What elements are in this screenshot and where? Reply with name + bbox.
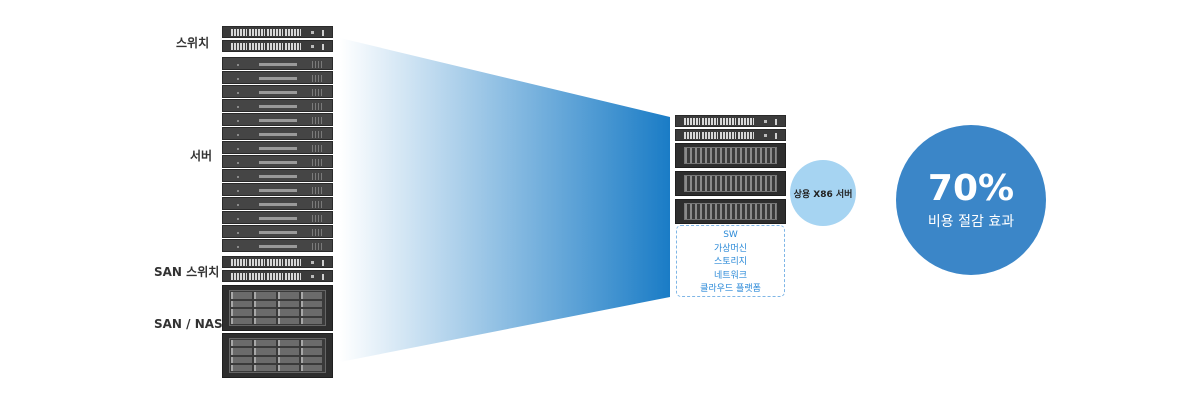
server-unit [222,99,333,112]
label-server: 서버 [190,149,213,163]
software-item: 스토리지 [713,257,748,267]
x86-server-bubble: 상용 X86 서버 [790,160,856,226]
switch-unit [222,26,333,38]
server-unit [222,239,333,252]
server-unit [222,85,333,98]
switch-unit [222,40,333,52]
server-unit [222,57,333,70]
x86-server-unit [675,143,786,168]
legacy-server-rack [222,26,333,378]
server-unit [222,113,333,126]
switch-unit [675,129,786,141]
x86-server-label: 상용 X86 서버 [793,189,853,200]
savings-label: 비용 절감 효과 [927,214,1015,230]
server-unit [222,71,333,84]
label-switch: 스위치 [176,36,210,50]
server-unit [222,141,333,154]
software-item: SW [723,230,738,240]
server-unit [222,127,333,140]
software-item: 가상머신 [713,243,748,254]
savings-bubble: 70% 비용 절감 효과 [896,125,1046,275]
server-unit [222,211,333,224]
software-item: 클라우드 플랫폼 [700,284,761,294]
software-item: 네트워크 [713,270,748,281]
switch-unit [222,256,333,268]
savings-percent: 70% [927,168,1015,209]
server-unit [222,183,333,196]
server-unit [222,197,333,210]
label-san-switch: SAN 스위치 [154,265,220,279]
x86-server-rack [675,115,786,225]
x86-server-unit [675,199,786,224]
switch-unit [222,270,333,282]
switch-unit [675,115,786,127]
server-unit [222,225,333,238]
server-unit [222,169,333,182]
label-san-nas: SAN / NAS [154,317,223,331]
server-unit [222,155,333,168]
storage-unit [222,285,333,331]
x86-server-unit [675,171,786,196]
storage-unit [222,333,333,378]
